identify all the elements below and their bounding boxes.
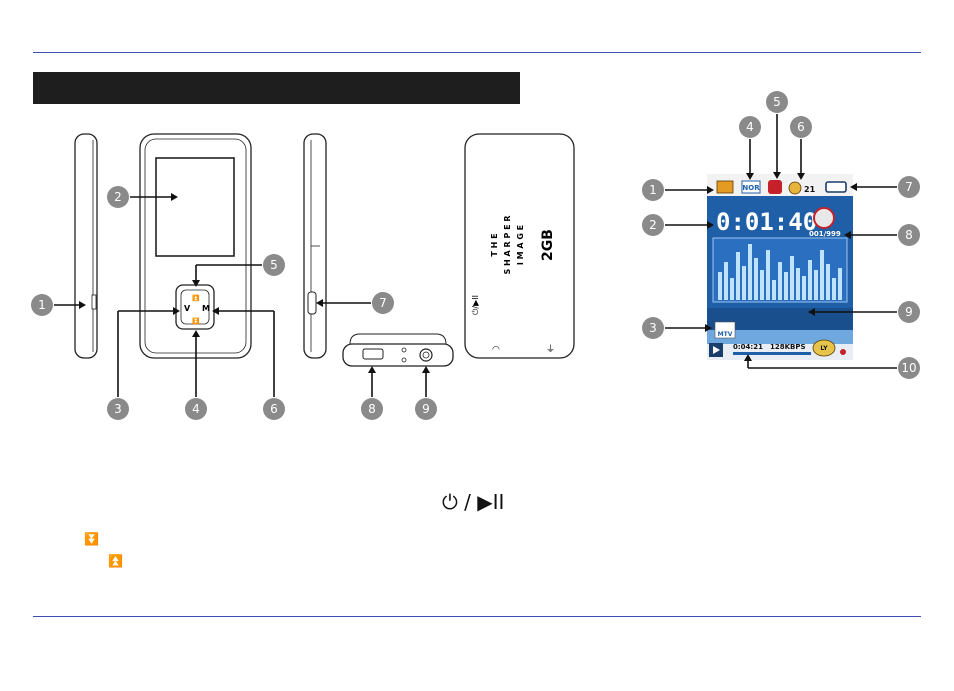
svg-text:4: 4 (192, 402, 200, 416)
callout-right-2: 2 (642, 214, 664, 236)
lyric-icon (812, 339, 836, 357)
up-arrow-icon: ⏫ (108, 554, 123, 568)
svg-text:5: 5 (773, 95, 781, 109)
left-callouts: 1 2 3 4 5 6 7 8 9 (31, 186, 437, 420)
brand-line-1: T H E (490, 233, 499, 256)
battery-icon (825, 181, 847, 193)
svg-text:1: 1 (649, 183, 657, 197)
mtv-icon (714, 321, 736, 339)
callout-right-1: 1 (642, 179, 664, 201)
svg-text:2: 2 (649, 218, 657, 232)
callout-left-3: 3 (107, 398, 129, 420)
callout-right-4: 4 (739, 116, 761, 138)
right-callouts: 1 2 3 4 5 6 7 8 9 10 (642, 91, 920, 379)
svg-text:9: 9 (422, 402, 430, 416)
radio-icon (716, 180, 734, 194)
track-counter: 001/999 (809, 230, 841, 238)
down-arrow-icon: ⏬ (84, 532, 99, 546)
progress-bar (733, 352, 811, 355)
callout-right-5: 5 (766, 91, 788, 113)
left-callout-arrows (54, 193, 430, 397)
device-front: V M ⏫ ⏬ (139, 133, 252, 359)
nav-key-v[interactable]: V (184, 304, 191, 313)
svg-text:6: 6 (270, 402, 278, 416)
callout-right-3: 3 (642, 317, 664, 339)
svg-text:6: 6 (797, 120, 805, 134)
power-play-icon: ⏻ / ▶II (442, 490, 505, 514)
callout-right-9: 9 (898, 301, 920, 323)
device-side-left (74, 133, 98, 359)
nav-key-down[interactable]: ⏬ (192, 317, 200, 325)
callout-left-1: 1 (31, 294, 53, 316)
mtv-label: MTV (718, 331, 733, 338)
headphone-mark-icon: ◠ (492, 345, 500, 355)
equalizer-bars (718, 244, 842, 300)
callout-left-9: 9 (415, 398, 437, 420)
bottom-rule (33, 616, 921, 617)
svg-text:8: 8 (905, 228, 913, 242)
callout-left-7: 7 (372, 292, 394, 314)
svg-text:3: 3 (649, 321, 657, 335)
device-back: T H E S H A R P E R I M A G E 2GB ⏻/▶II … (464, 133, 575, 359)
volume-value: 21 (804, 185, 816, 194)
svg-text:1: 1 (38, 298, 46, 312)
power-side-label: ⏻/▶II (471, 295, 480, 315)
player-screen: NOR 21 0:01:40 001/999 MTV 0:04:21 128KB… (707, 174, 853, 360)
svg-text:7: 7 (905, 180, 913, 194)
record-indicator-icon (840, 349, 846, 355)
bitrate: 128KBPS (770, 343, 806, 351)
svg-text:5: 5 (270, 258, 278, 272)
nav-key-m[interactable]: M (202, 304, 210, 313)
callout-right-8: 8 (898, 224, 920, 246)
volume-icon (788, 181, 802, 195)
callout-left-6: 6 (263, 398, 285, 420)
mode-label: NOR (742, 184, 760, 192)
capacity-label: 2GB (540, 229, 556, 261)
svg-text:7: 7 (379, 296, 387, 310)
callout-left-5: 5 (263, 254, 285, 276)
section-title-bar (33, 72, 520, 104)
callout-left-8: 8 (361, 398, 383, 420)
lyric-label: LY (820, 345, 828, 352)
top-rule (33, 52, 921, 53)
svg-text:3: 3 (114, 402, 122, 416)
brand-line-3: I M A G E (516, 225, 525, 265)
repeat-icon (768, 180, 782, 194)
svg-text:10: 10 (901, 361, 916, 375)
callout-left-4: 4 (185, 398, 207, 420)
device-side-right (303, 133, 327, 359)
svg-text:2: 2 (114, 190, 122, 204)
usb-mark-icon: ⏚ (546, 344, 555, 355)
callout-left-2: 2 (107, 186, 129, 208)
callout-right-7: 7 (898, 176, 920, 198)
svg-text:8: 8 (368, 402, 376, 416)
callout-right-6: 6 (790, 116, 812, 138)
cd-icon (813, 207, 835, 229)
right-callout-arrows (665, 114, 897, 369)
nav-key-up[interactable]: ⏫ (192, 294, 200, 302)
time-display: 0:01:40 (716, 208, 817, 236)
device-bottom (342, 333, 454, 367)
callout-right-10: 10 (898, 357, 920, 379)
svg-text:4: 4 (746, 120, 754, 134)
elapsed-time: 0:04:21 (733, 343, 763, 351)
svg-text:9: 9 (905, 305, 913, 319)
brand-line-2: S H A R P E R (503, 215, 512, 274)
